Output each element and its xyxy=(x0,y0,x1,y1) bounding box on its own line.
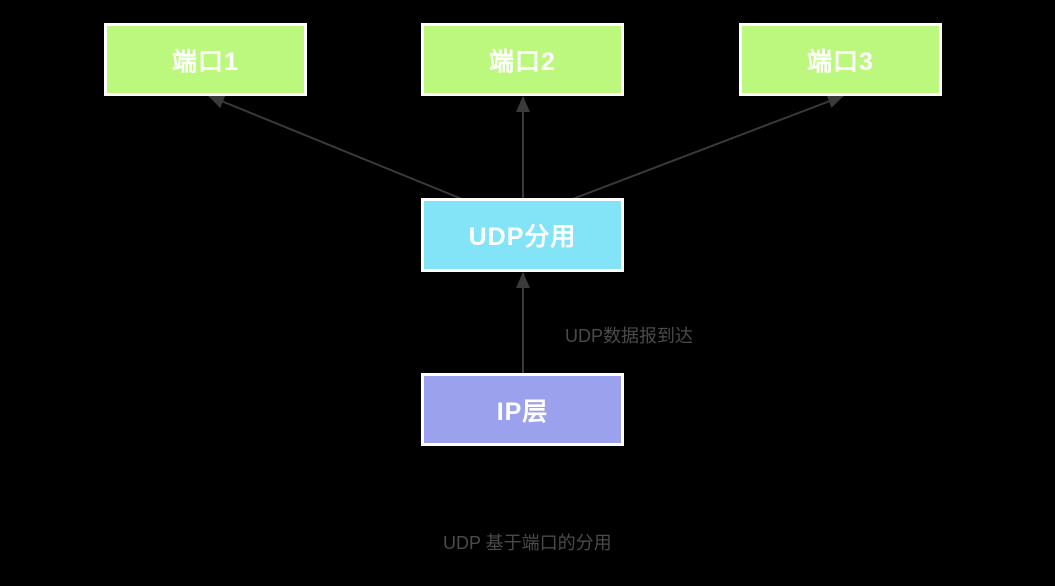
diagram-caption: UDP 基于端口的分用 xyxy=(443,533,612,553)
node-label: 端口2 xyxy=(489,47,556,76)
node-label: IP层 xyxy=(496,397,549,426)
node-label: 端口3 xyxy=(807,47,874,76)
node-port3: 端口3 xyxy=(739,23,942,96)
arrow-udp-demux-to-port1 xyxy=(208,95,463,200)
arrow-udp-demux-to-port3 xyxy=(569,94,844,201)
node-label: UDP分用 xyxy=(468,223,577,251)
node-label: 端口1 xyxy=(172,47,239,76)
node-port1: 端口1 xyxy=(104,23,307,96)
node-udp-demux: UDP分用 xyxy=(421,198,624,272)
node-ip-layer: IP层 xyxy=(421,373,624,446)
edge-label: UDP数据报到达 xyxy=(565,326,694,346)
node-port2: 端口2 xyxy=(421,23,624,96)
